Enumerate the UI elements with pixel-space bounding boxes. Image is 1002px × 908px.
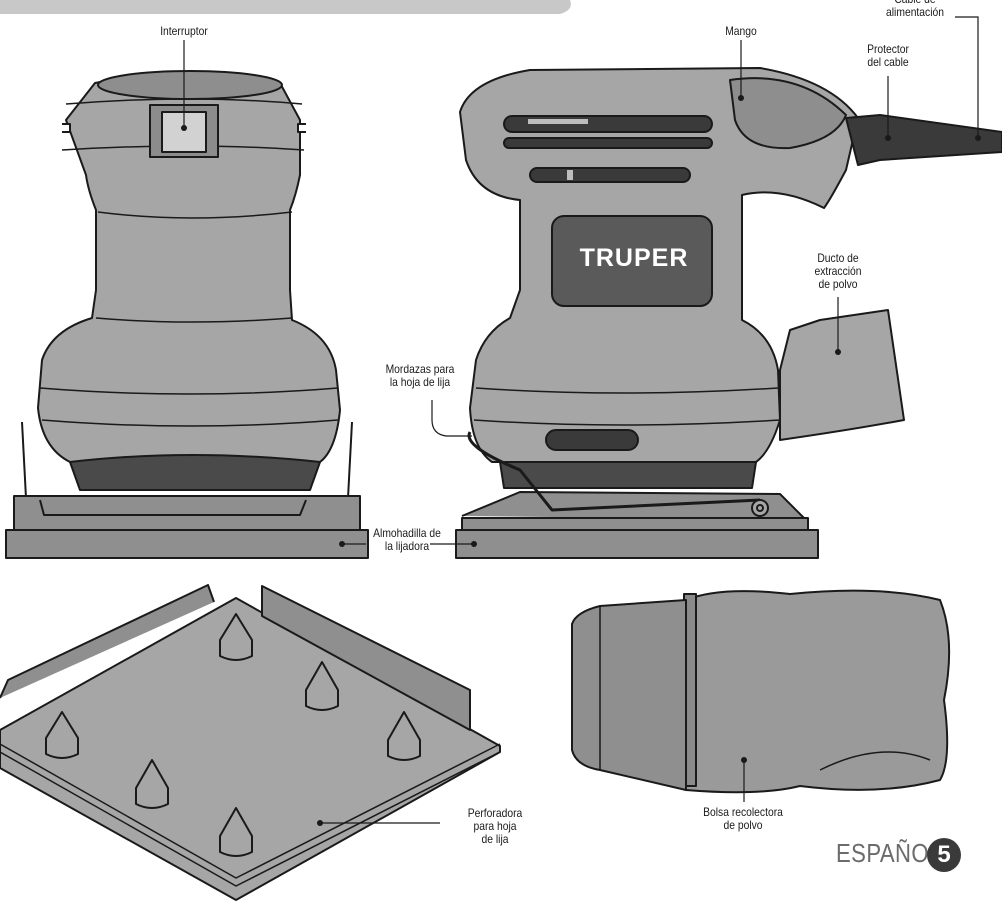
sander-side-view [455, 67, 1002, 559]
leader-dots [181, 95, 981, 826]
punch-plate [0, 584, 501, 901]
dust-bag [571, 589, 951, 794]
label-almohadilla: Almohadilla de la lijadora [373, 526, 441, 553]
label-perforadora: Perforadora para hoja de lija [467, 806, 523, 846]
label-interruptor: Interruptor [160, 24, 208, 38]
label-bolsa-recolectora: Bolsa recolectora de polvo [703, 805, 783, 832]
leader-lines [183, 16, 979, 824]
label-cable-alimentacion: Cable de alimentación [886, 0, 944, 19]
label-ducto-extraccion: Ducto de extracción de polvo [814, 251, 862, 291]
brand-logo-text: TRUPER [579, 244, 689, 272]
label-mordazas: Mordazas para la hoja de lija [385, 362, 455, 389]
footer-language: ESPAÑOL [836, 838, 942, 868]
label-protector-cable: Protector del cable [867, 42, 909, 69]
label-mango: Mango [725, 24, 757, 38]
sander-front-view [5, 70, 369, 559]
header-band [0, 0, 571, 14]
page-number-badge: 5 [927, 838, 961, 872]
